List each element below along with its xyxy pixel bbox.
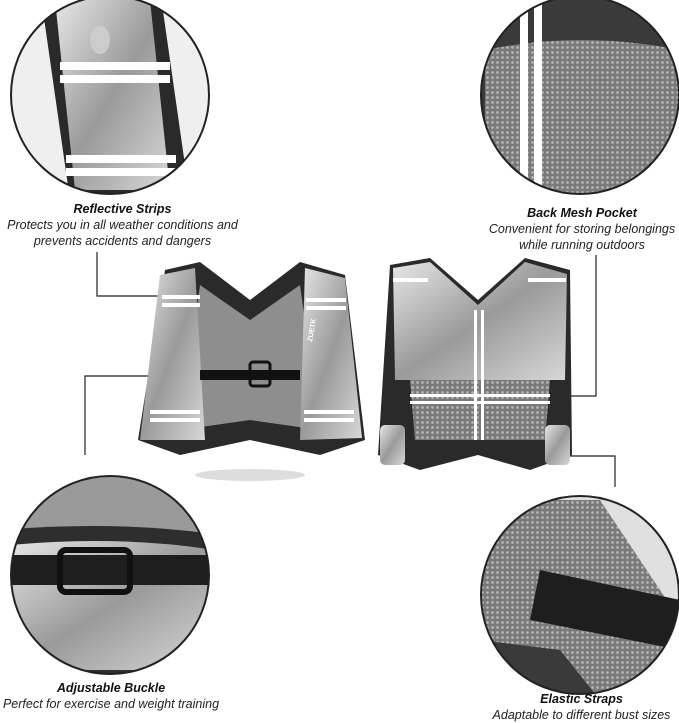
detail-back-mesh-pocket [481,0,679,194]
detail-adjustable-buckle [11,476,209,674]
feature-desc: prevents accidents and dangers [33,234,212,248]
detail-elastic-straps [481,496,679,694]
feature-desc: Protects you in all weather conditions a… [7,218,238,232]
feature-title: Elastic Straps [540,692,623,706]
detail-circle-border [10,0,210,195]
detail-circle-border [480,0,679,195]
feature-desc: Convenient for storing belongings [488,222,676,236]
feature-reflective-strips: Reflective Strips Protects you in all we… [0,201,245,249]
feature-title: Back Mesh Pocket [527,206,637,220]
feature-title: Adjustable Buckle [56,681,166,695]
feature-adjustable-buckle: Adjustable Buckle Perfect for exercise a… [0,680,222,712]
detail-circle-border [10,475,210,675]
detail-reflective-strips [11,0,209,194]
feature-desc: while running outdoors [519,238,645,252]
feature-desc: Perfect for exercise and weight training [2,697,220,711]
feature-back-mesh-pocket: Back Mesh Pocket Convenient for storing … [485,205,679,253]
feature-title: Reflective Strips [73,202,172,216]
feature-elastic-straps: Elastic Straps Adaptable to different bu… [484,691,679,723]
feature-desc: Adaptable to different bust sizes [492,708,671,722]
vest-back [378,258,572,470]
detail-circle-border [480,495,679,695]
vest-front [138,262,365,481]
brand-label: ZUETK [307,318,318,342]
